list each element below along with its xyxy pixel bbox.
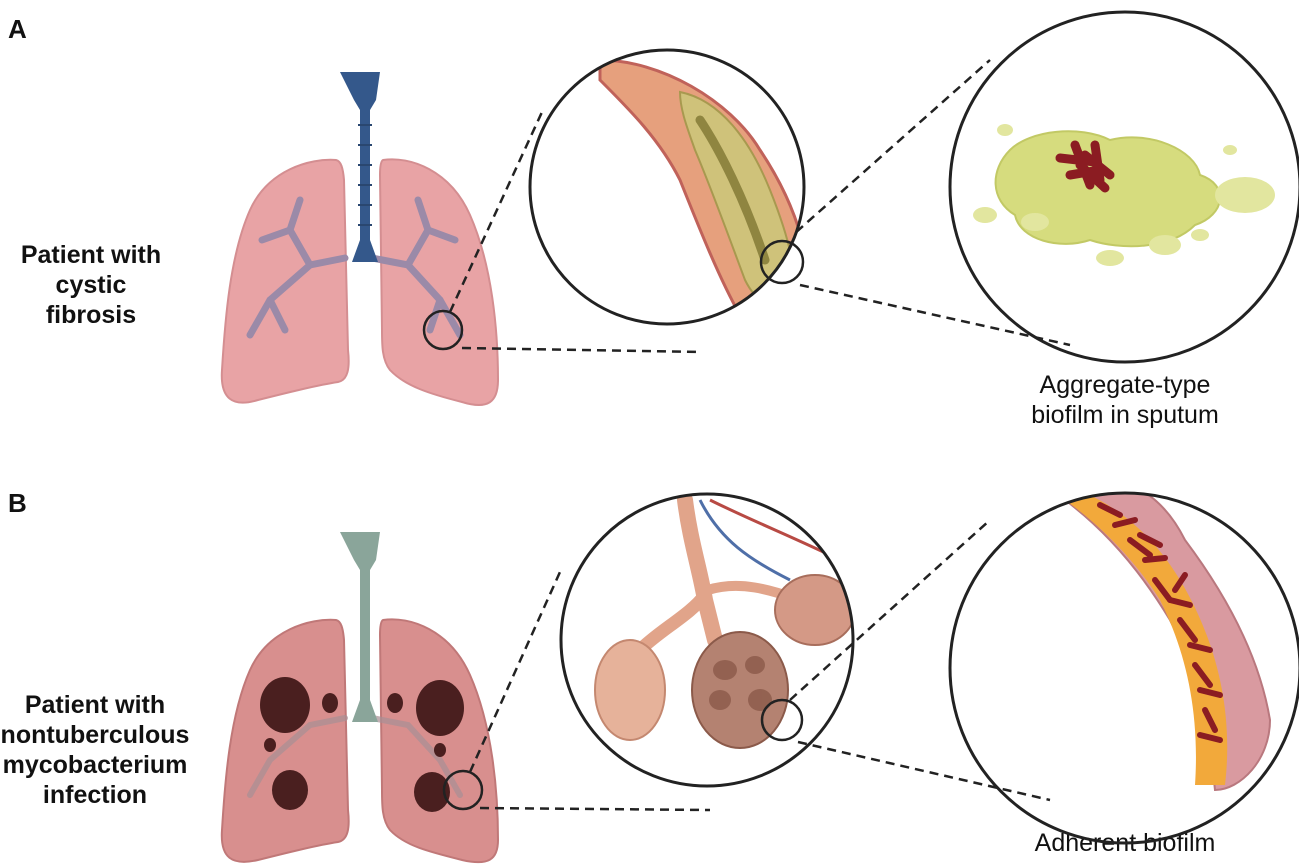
airway-section-a [598,58,804,324]
caption-a-line-2: biofilm in sputum [1031,401,1219,429]
alveolar-sac-1 [594,639,666,741]
zoom-circle-b-alveoli [559,492,855,788]
alveoli-section-b [594,494,853,749]
zoom-circle-a-lung [422,309,464,351]
biofilm-rods-adherent [1097,502,1223,743]
zoom-lines-b [468,519,1051,812]
patient-b-label: Patient with nontuberculous mycobacteriu… [0,690,190,810]
zoom-circle-b-lung [442,769,484,811]
lesions-b [260,677,464,812]
zoom-circle-b-surface [760,698,804,742]
lung-b-left [220,618,350,863]
zoom-circle-b-biofilm [948,491,1299,845]
patient-b-line-1: Patient with [24,691,166,719]
lung-a-left [220,158,350,404]
patient-a-label: Patient with cystic fibrosis [8,240,174,330]
trachea-a [340,72,380,262]
caption-a-line-1: Aggregate-type [1039,371,1211,399]
trachea-b [340,532,380,722]
zoom-circle-a-airway [528,48,806,326]
patient-a-line-1: Patient with [20,241,162,269]
airway-wall [598,58,804,324]
patient-a-line-2: cystic fibrosis [45,271,137,329]
zoom-circle-a-sputum [948,10,1299,364]
lungs-a [220,72,500,407]
patient-b-line-4: infection [42,781,148,809]
sputum-aggregate [973,124,1275,266]
patient-b-line-3: mycobacterium [2,751,188,779]
alveolar-sac-2 [691,631,789,749]
lungs-b [220,532,500,864]
panel-b-label: B [8,488,27,518]
airways-a [246,196,464,339]
alveolar-sac-3 [774,574,853,646]
biofilm-rods-aggregate [1055,140,1115,193]
lung-b-right [378,618,500,864]
trachea-a-rings [358,124,372,226]
adherent-biofilm [1064,493,1272,792]
caption-a: Aggregate-type biofilm in sputum [1000,370,1250,430]
lung-a-right [378,158,500,407]
zoom-circle-a-mucus [759,239,805,285]
zoom-lines-a [448,59,1071,354]
patient-b-line-2: nontuberculous [0,721,190,749]
panel-a-label: A [8,14,27,44]
